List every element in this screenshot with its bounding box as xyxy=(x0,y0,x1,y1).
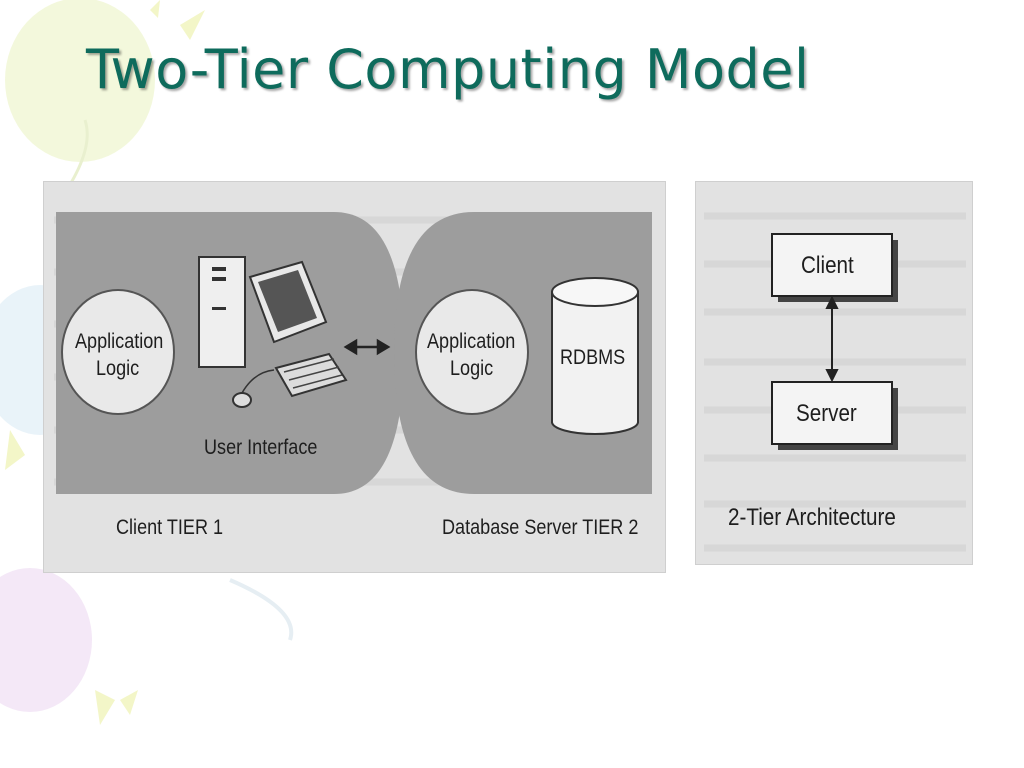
database-icon xyxy=(551,277,639,435)
client-box xyxy=(771,233,893,297)
client-app-logic-ellipse xyxy=(61,289,175,415)
two-tier-diagram-graphics xyxy=(54,212,652,494)
two-tier-diagram: Application Logic User Interface Client … xyxy=(43,181,666,573)
client-server-diagram: Client Server 2-Tier Architecture xyxy=(695,181,973,565)
client-box-label: Client xyxy=(801,252,854,279)
client-app-logic-label-line2: Logic xyxy=(96,357,140,380)
server-app-logic-label-line2: Logic xyxy=(450,357,494,380)
server-app-logic-ellipse xyxy=(415,289,529,415)
architecture-caption: 2-Tier Architecture xyxy=(728,504,896,531)
client-server-diagram-graphics xyxy=(704,212,966,552)
vertical-double-arrow-icon xyxy=(825,295,839,383)
user-interface-label: User Interface xyxy=(204,436,318,459)
client-app-logic-label-line1: Application xyxy=(75,330,164,353)
server-app-logic-label-line1: Application xyxy=(427,330,516,353)
server-tier-label: Database Server TIER 2 xyxy=(442,516,639,539)
client-tier-label: Client TIER 1 xyxy=(116,516,224,539)
computer-icon xyxy=(198,256,348,408)
double-arrow-icon xyxy=(343,338,391,356)
slide-title: Two-Tier Computing Model xyxy=(86,38,810,101)
server-box-label: Server xyxy=(796,400,857,427)
server-box xyxy=(771,381,893,445)
rdbms-label: RDBMS xyxy=(560,346,626,369)
